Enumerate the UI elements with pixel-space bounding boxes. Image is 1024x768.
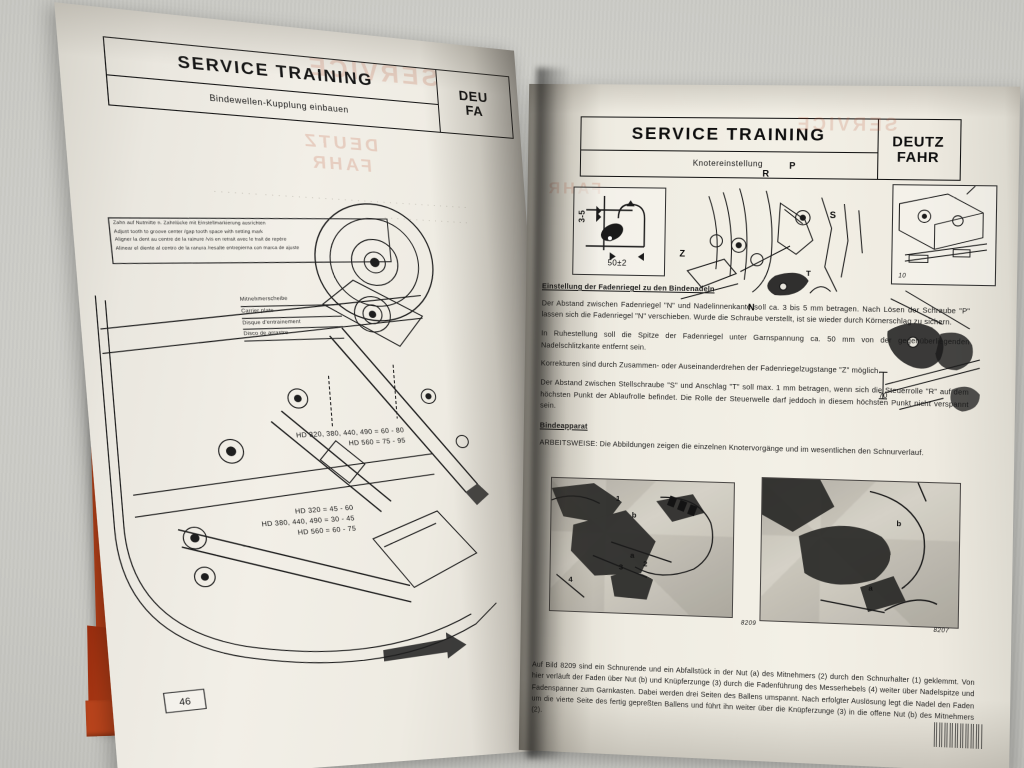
open-manual: SERVICE DEUTZ FAHR · · · · · · · · · · ·… xyxy=(80,28,960,744)
carrier-plate-callout: Mitnehmerscheibe Carrier plate Disque d'… xyxy=(240,294,345,342)
left-page: SERVICE DEUTZ FAHR · · · · · · · · · · ·… xyxy=(54,2,565,768)
figure-number-8209: 8209 xyxy=(741,620,756,627)
ghost-deutz-text: DEUTZ xyxy=(301,130,379,157)
dim-horizontal-label: 50±2 xyxy=(607,258,626,267)
photo-left-callout-2: 2 xyxy=(643,559,647,568)
photo-right-callout-a: a xyxy=(868,583,872,592)
left-header-logo: DEU FA xyxy=(434,69,514,139)
photo-left-callout-a: a xyxy=(630,551,634,560)
photo-left-callout-4: 4 xyxy=(568,575,572,584)
barcode-mark xyxy=(934,722,983,749)
figure-number-8207: 8207 xyxy=(933,628,949,635)
label-S: S xyxy=(830,210,836,220)
photo-panel-8207: b a xyxy=(759,477,961,629)
right-header-logo: DEUTZ FAHR xyxy=(876,119,962,181)
right-page-top-shading xyxy=(529,84,1020,118)
right-logo-line2: FAHR xyxy=(897,149,940,165)
photo-right-svg xyxy=(760,478,960,628)
dim-vertical-label: 3-5 xyxy=(578,210,587,223)
photo-left-callout-b: b xyxy=(632,510,637,519)
right-page-header: SERVICE TRAINING Knotereinstellung xyxy=(580,116,879,180)
left-logo-line2: FA xyxy=(465,103,484,118)
photo-panel-8209: 1 2 3 4 a b xyxy=(549,477,735,618)
left-page-header: SERVICE TRAINING Bindewellen-Kupplung ei… xyxy=(103,36,441,133)
right-bottom-text: Auf Bild 8209 sind ein Schnurende und ei… xyxy=(531,659,974,736)
right-page: SERVICE TRAINING Knotereinstellung DEUTZ… xyxy=(519,84,1020,768)
photo-left-callout-1: 1 xyxy=(616,494,620,503)
detail-top-right-dim: 10 xyxy=(898,273,906,279)
label-Z: Z xyxy=(679,248,685,258)
label-R: R xyxy=(762,168,769,178)
right-header-subtitle: Knotereinstellung xyxy=(581,150,878,176)
photo-right-callout-b: b xyxy=(896,519,901,528)
drawing-svg xyxy=(77,161,548,694)
hd-spec-lower: HD 320 = 45 - 60 HD 380, 440, 490 = 30 -… xyxy=(260,503,357,542)
section-1-paragraph-3: Korrekturen sind durch Zusammen- oder Au… xyxy=(541,358,970,380)
right-body-text: Einstellung der Fadenriegel zu den Binde… xyxy=(539,280,970,467)
section-1-paragraph-2: In Ruhestellung soll die Spitze der Fade… xyxy=(541,327,970,360)
label-P: P xyxy=(789,161,795,171)
label-T: T xyxy=(806,269,811,278)
left-technical-drawing xyxy=(77,161,548,694)
photo-left-callout-3: 3 xyxy=(619,562,623,571)
photo-left-svg xyxy=(550,478,734,617)
right-header-title: SERVICE TRAINING xyxy=(581,117,878,153)
section-1-paragraph-4: Der Abstand zwischen Stellschraube "S" u… xyxy=(540,376,969,422)
detail-top-right-svg xyxy=(892,185,996,285)
figure-dimension-diagram: 3-5 50±2 xyxy=(572,187,666,277)
section-1-paragraph-1: Der Abstand zwischen Fadenriegel "N" und… xyxy=(541,297,970,329)
figure-detail-top-right: 10 xyxy=(891,184,998,286)
ghost-fahr-text: FAHR xyxy=(309,152,373,178)
left-page-number: 46 xyxy=(163,689,207,714)
